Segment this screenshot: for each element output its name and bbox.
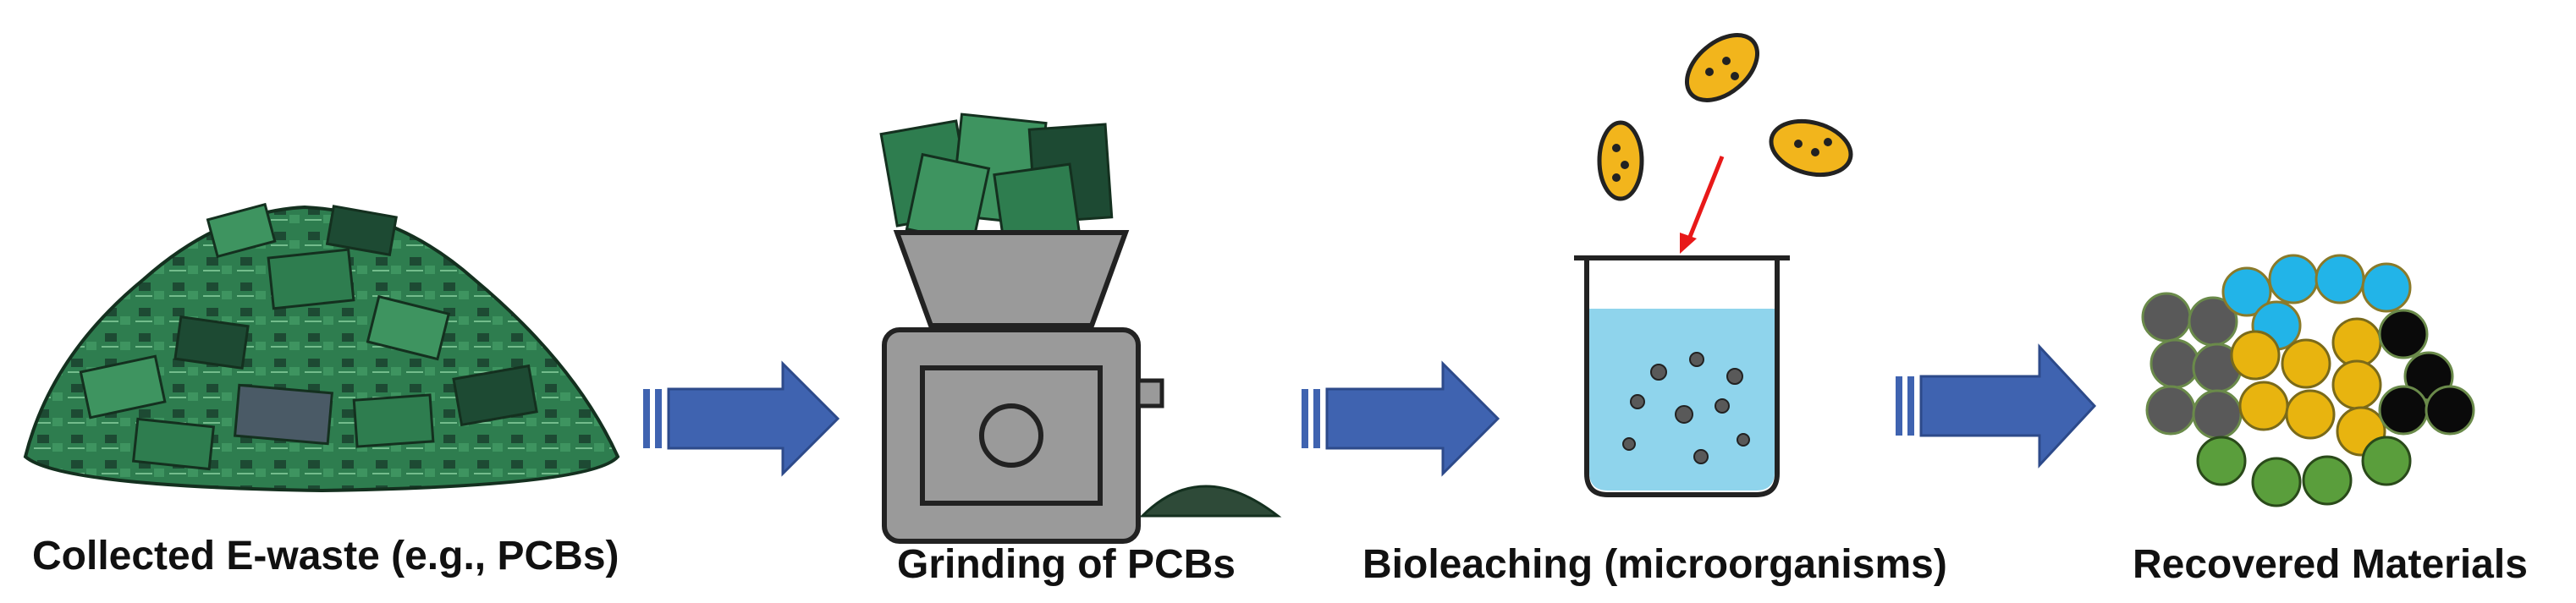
microbe-1-icon — [1684, 33, 1760, 102]
step-label-grinding: Grinding of PCBs — [897, 542, 1236, 587]
step-label-ewaste: Collected E-waste (e.g., PCBs) — [32, 534, 619, 578]
arrow-1 — [643, 360, 840, 477]
ewaste-pile — [23, 202, 620, 493]
arrow-2 — [1302, 360, 1500, 477]
beaker-icon — [1574, 255, 1790, 497]
pointer-arrow — [1680, 156, 1725, 254]
recovered-materials — [2141, 254, 2475, 507]
arrow-3 — [1896, 343, 2097, 469]
grinder-machine — [879, 112, 1282, 544]
step-label-recovered: Recovered Materials — [2133, 542, 2528, 587]
step-label-bioleaching: Bioleaching (microorganisms) — [1362, 542, 1947, 587]
microbe-3-icon — [1769, 118, 1853, 178]
microbe-2-icon — [1597, 120, 1644, 201]
microbes — [1597, 33, 1853, 201]
